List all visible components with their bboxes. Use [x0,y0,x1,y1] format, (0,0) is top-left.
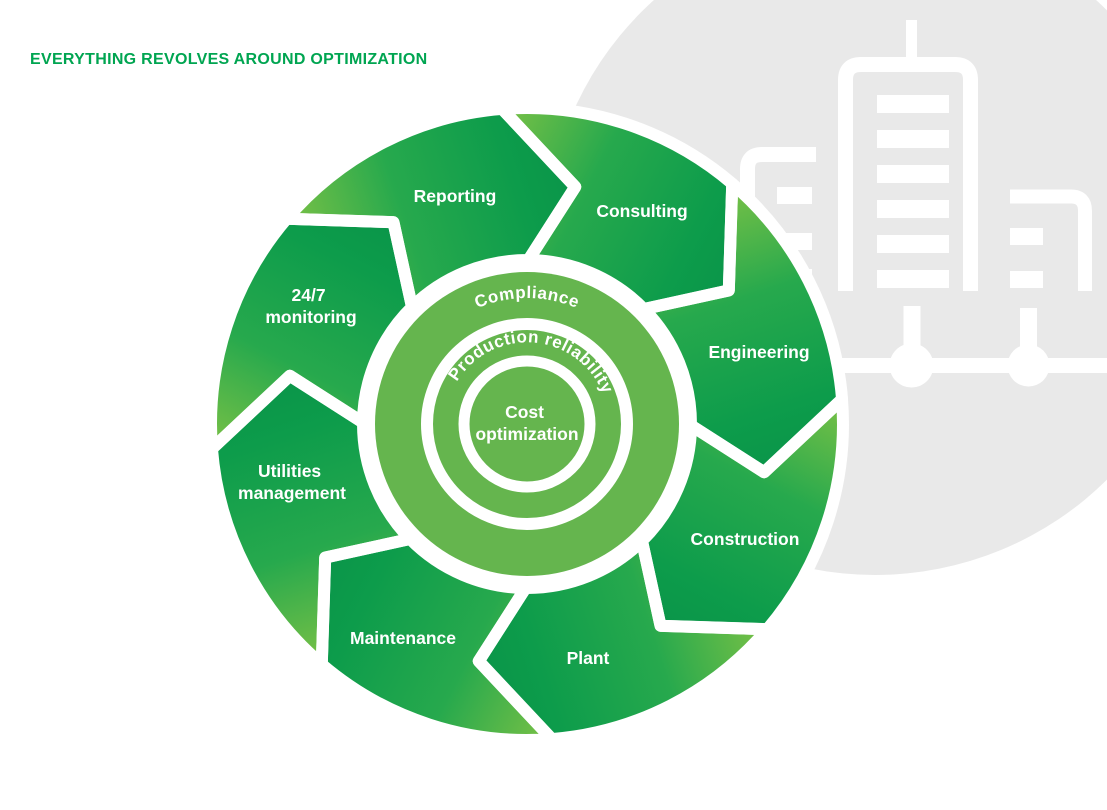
pipe-line-icon [842,358,1107,373]
wheel [170,67,883,780]
hub-ring-inner-divider [458,355,596,493]
chimney-icon [906,20,917,66]
segment-label-consulting: Consulting [596,201,687,221]
window-bar-icon [877,200,949,218]
segment-label-construction: Construction [691,529,800,549]
left-building-outline-icon [740,147,816,198]
window-bar-icon [877,130,949,148]
window-bar-icon [877,235,949,253]
window-bar-icon [777,187,812,204]
segment-label-24-7-monitoring: 24/7 monitoring [265,285,356,327]
window-bar-icon [877,270,949,288]
window-bar-icon [1010,228,1043,245]
industrial-plant-buildings-icon [740,20,1107,388]
hub-disc [375,272,679,576]
window-bar-icon [877,165,949,183]
segment-label-maintenance: Maintenance [350,628,456,648]
window-bar-icon [877,95,949,113]
pipe-node-icon [889,343,934,388]
segment-label-plant: Plant [567,648,610,668]
center-label-cost-optimization: Cost optimization [475,402,578,444]
main-building-outline-icon [838,57,978,291]
segment-label-reporting: Reporting [414,186,497,206]
hub-ring-outer-divider [421,318,633,530]
window-bar-icon [1010,271,1043,288]
segment-label-engineering: Engineering [708,342,809,362]
segment-label-utilities-management: Utilities management [238,461,346,503]
right-building-outline-icon [1010,189,1092,291]
page-title: EVERYTHING REVOLVES AROUND OPTIMIZATION [30,51,428,68]
pipe-node-icon [1007,344,1050,387]
